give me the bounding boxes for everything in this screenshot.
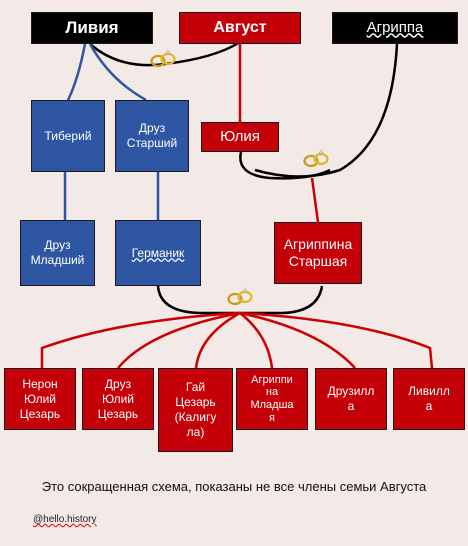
children-lines — [40, 311, 434, 369]
node-druzilla: Друзилл а — [315, 368, 387, 430]
node-agrippina-starshaya: Агриппина Старшая — [274, 222, 362, 284]
node-agrippina-mladshaya: Агриппи на Младша я — [236, 368, 308, 430]
line-livia-druz — [88, 43, 147, 102]
node-tiberiy: Тиберий — [31, 100, 105, 172]
node-druz-mladshiy: Друз Младший — [20, 220, 95, 286]
line-agrippa — [254, 43, 399, 178]
line-livia-tiberiy — [66, 43, 87, 101]
node-avgust: Август — [179, 12, 301, 44]
node-germanik: Германик — [115, 220, 201, 286]
author-handle: @hello.history — [33, 514, 97, 525]
node-livia: Ливия — [31, 12, 153, 44]
node-yuliya: Юлия — [201, 122, 279, 152]
wedding-rings-icon — [150, 48, 176, 68]
node-agrippa: Агриппа — [332, 12, 458, 44]
node-livilla: Ливилл а — [393, 368, 465, 430]
node-neron: Нерон Юлий Цезарь — [4, 368, 76, 430]
wedding-rings-icon — [303, 148, 329, 168]
line-yuliya-marriage — [239, 151, 331, 180]
diagram-caption: Это сокращенная схема, показаны не все ч… — [41, 479, 427, 494]
wedding-rings-icon — [227, 286, 253, 306]
line-agrippina-starshaya — [310, 177, 320, 223]
node-gay: Гай Цезарь (Калигу ла) — [158, 368, 233, 452]
node-druz-yuliy: Друз Юлий Цезарь — [82, 368, 154, 430]
node-druz-starshiy: Друз Старший — [115, 100, 189, 172]
